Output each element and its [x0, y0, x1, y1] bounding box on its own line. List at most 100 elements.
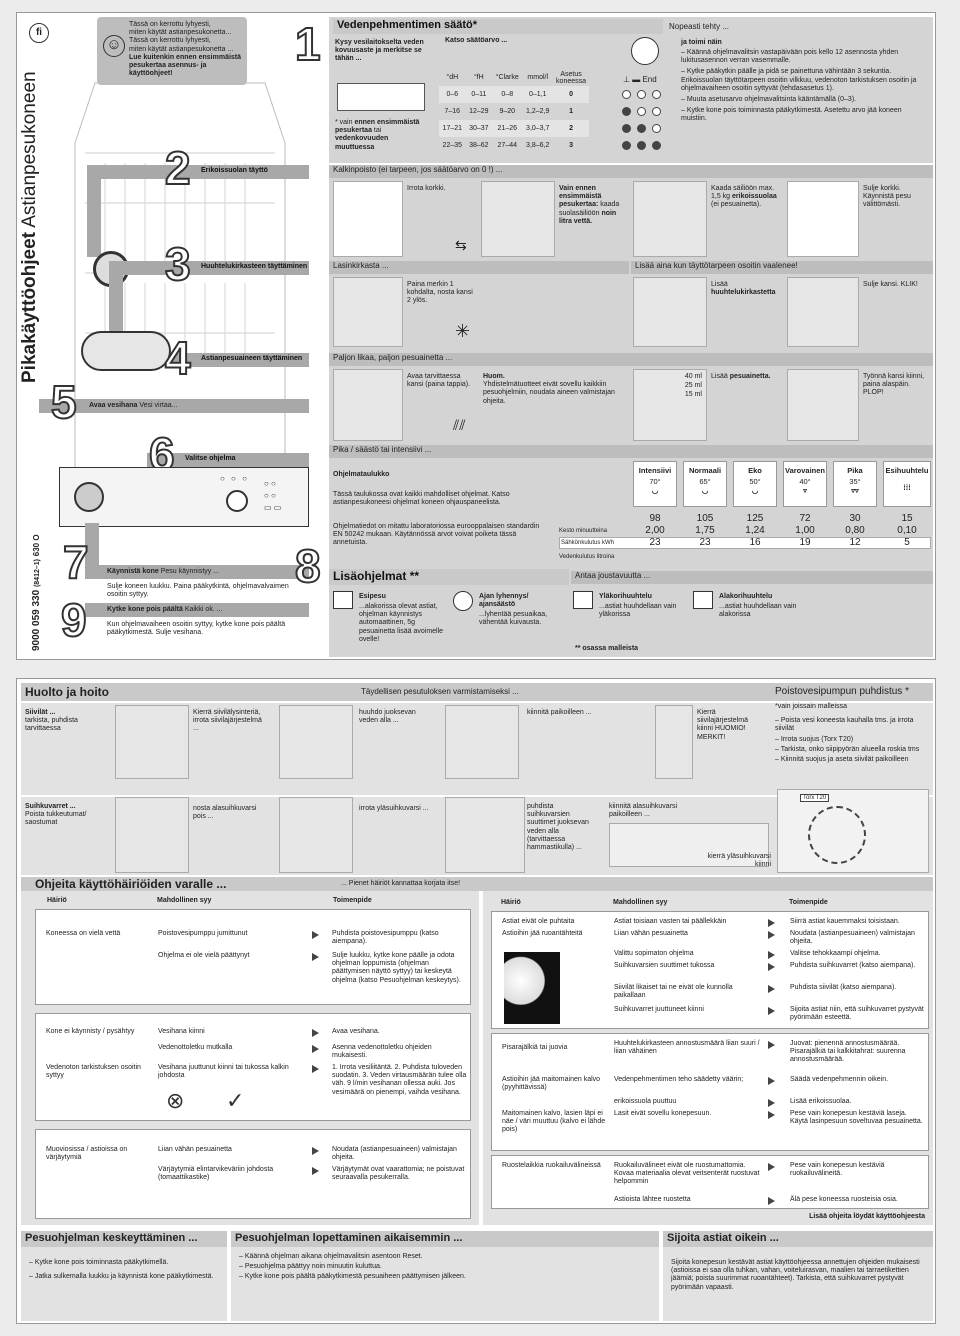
arrow-icon	[768, 951, 775, 959]
footer-placement-title: Sijoita astiat oikein ...	[663, 1231, 933, 1247]
trouble-group: Astiat eivät ole puhtaita Astiat toisiaa…	[491, 911, 929, 1029]
language-badge: fi	[29, 23, 49, 43]
main-switch-button[interactable]	[74, 482, 104, 512]
row-label-water: Vedenkulutus litroina	[559, 554, 615, 560]
arm-step-5: kierrä yläsuihkuvarsi kiinni	[707, 853, 771, 869]
col-fault: Häiriö	[47, 897, 67, 904]
section-3: Lasinkirkasta ... Lisää aina kun täyttöt…	[329, 261, 933, 353]
filter-remove-picture	[115, 705, 189, 779]
top-sheet: fi Pikakäyttöohjeet Astianpesukoneen 900…	[16, 12, 936, 660]
filters-row: Siivilät ...tarkista, puhdista tarvittae…	[21, 703, 933, 795]
trouble-header: Ohjeita käyttöhäiriöiden varalle ... ...…	[21, 877, 933, 891]
option-prewash: Esipesu ...alakorissa olevat astiat, ohj…	[333, 589, 449, 655]
filter-attach-picture	[445, 705, 519, 779]
salt-step-a: Irrota korkki.	[407, 185, 446, 192]
measure-15: 15 ml	[684, 391, 702, 398]
step-3-label: Huuhtelukirkasteen täyttäminen	[201, 263, 308, 270]
step-4-label: Astianpesuaineen täyttäminen	[201, 355, 303, 362]
care-header: Huolto ja hoito Täydellisen pesutuloksen…	[21, 683, 933, 701]
measure-picture: 40 ml 25 ml 15 ml	[633, 369, 707, 441]
intro-line: miten käytät astianpesukonetta...	[129, 29, 232, 37]
care-title: Huolto ja hoito	[25, 685, 109, 699]
step-9-label: Kytke kone pois päältä Kaikki ok. ...	[107, 606, 223, 613]
measure-25: 25 ml	[684, 382, 702, 389]
filter-step-3: kiinnitä paikoilleen ...	[527, 709, 592, 716]
step-7-bar	[85, 565, 309, 579]
glasses-icon: ▿▿	[851, 486, 859, 495]
smiley-icon: ☺	[103, 35, 125, 57]
detergent-step-b: Lisää pesuainetta.	[711, 373, 771, 380]
step-number-9: 9	[60, 594, 88, 646]
trouble-group: Koneessa on vielä vettä Poistovesipumppu…	[35, 909, 471, 1005]
col-cause: Mahdollinen syy	[613, 899, 668, 906]
step-6-label: Valitse ohjelma	[185, 455, 236, 462]
step-number-4: 4	[164, 332, 192, 384]
step-2-arrow-down	[87, 165, 101, 257]
care-subtitle: Täydellisen pesutuloksen varmistamiseksi…	[361, 687, 519, 696]
arrow-icon	[768, 1007, 775, 1015]
section-1: Vedenpehmentimen säätö* Nopeasti tehty .…	[329, 17, 933, 163]
glass-icon: ▿	[803, 486, 807, 495]
arrow-icon	[312, 1065, 319, 1073]
hardness-note: * vain ennen ensimmäistä pesukertaa tai …	[335, 119, 420, 151]
rinse-step-a: Paina merkin 1 kohdalta, nosta kansi 2 y…	[407, 281, 473, 305]
cup-icon: ◡	[751, 486, 759, 495]
footer-cancel: Pesuohjelman lopettaminen aikaisemmin ..…	[231, 1231, 659, 1321]
program-selector-knob[interactable]	[226, 490, 248, 512]
how-title: ja toimi näin	[681, 39, 722, 46]
step-number-3: 3	[164, 238, 192, 290]
program-table-text-2: Ohjelmatiedot on mitattu laboratoriossa …	[333, 523, 540, 547]
section-1-right-title: Nopeasti tehty ...	[669, 22, 730, 31]
col-cause: Mahdollinen syy	[157, 897, 212, 904]
rinse-step-c: Sulje kansi. KLIK!	[863, 281, 918, 288]
arrow-icon	[312, 1167, 319, 1175]
hardness-table-title: Katso säätöarvo ...	[445, 37, 508, 44]
selector-dial-icon	[631, 37, 659, 65]
step-number-7: 7	[62, 536, 90, 588]
hardness-entry-box[interactable]	[337, 83, 425, 111]
step-5-label: Avaa vesihana Vesi virtaa...	[89, 402, 178, 409]
step-2-arrow	[87, 165, 309, 179]
bottom-sheet: Huolto ja hoito Täydellisen pesutuloksen…	[16, 678, 936, 1324]
section-6: Pika / säästö tai intensiivi ... Ohjelma…	[329, 445, 933, 569]
step-2-label: Erikoissuolan täyttö	[201, 167, 268, 174]
arrow-icon	[768, 1111, 775, 1119]
section-2-title: Kalkinpoisto (ei tarpeen, jos säätöarvo …	[329, 165, 933, 178]
indicator-lights: ○ ○ ○	[220, 474, 249, 483]
pot-icon: ◡	[651, 486, 659, 495]
dirty-plate-picture	[504, 952, 560, 1024]
row-label-energy: Sähkönkulutus kWh	[561, 540, 615, 546]
open-detergent-lid-picture	[333, 369, 403, 441]
program-table: Kesto minuutteina Sähkönkulutus kWh Vede…	[559, 459, 931, 567]
intro-line: miten käytät astianpesukonetta ...	[129, 45, 234, 53]
col-fault: Häiriö	[501, 899, 521, 906]
step-9-bar	[85, 603, 309, 617]
option-buttons[interactable]: ○ ○○ ○▭ ▭	[264, 479, 282, 512]
arm-clean-picture	[445, 797, 525, 873]
section-8-title-2: Antaa joustavuutta ...	[571, 571, 933, 584]
tap-icon: ⊥	[623, 75, 630, 84]
sparkle-icon: ✳	[455, 321, 471, 341]
setting-dots	[619, 73, 679, 158]
lower-basket-icon	[693, 591, 713, 609]
option-time-saving: Ajan lyhennys/ ajansäästö ...lyhentää pe…	[453, 589, 569, 655]
trouble-right: Häiriö Mahdollinen syy Toimenpide Astiat…	[483, 891, 933, 1225]
arm-step-4: kiinnitä alasuihkuvarsi paikoilleen ...	[609, 803, 678, 819]
section-8: Lisäohjelmat ** Antaa joustavuutta ... E…	[329, 569, 933, 657]
close-cap-picture	[787, 181, 859, 257]
pump-picture: Torx T20	[777, 789, 929, 873]
pour-rinse-picture	[633, 277, 707, 347]
arrow-icon	[768, 963, 775, 971]
step-3-arrow	[109, 261, 309, 275]
detergent-dispenser-icon	[81, 331, 171, 371]
arm-lift-picture	[115, 797, 189, 873]
arrow-icon	[768, 985, 775, 993]
option-footnote: ** osassa malleista	[575, 645, 639, 652]
filter-rinse-picture	[279, 705, 353, 779]
step-number-5: 5	[50, 376, 78, 428]
step-6-arrow	[147, 453, 309, 467]
